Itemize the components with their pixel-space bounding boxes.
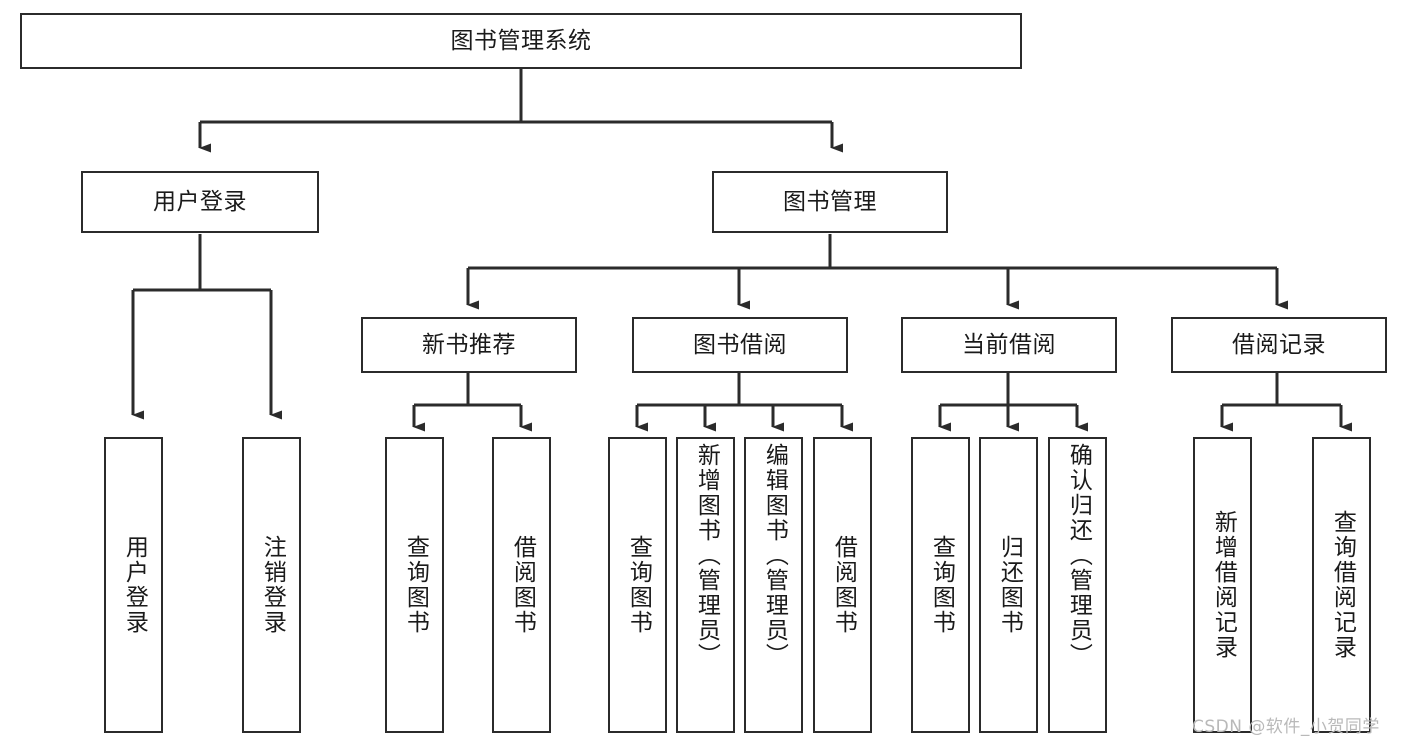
node-leaf-query-record[interactable]: 查询借阅记录 (1312, 437, 1371, 733)
node-leaf-borrow-book-2-label: 借阅图书 (830, 535, 857, 635)
node-leaf-user-login[interactable]: 用户登录 (104, 437, 163, 733)
node-user-login[interactable]: 用户登录 (81, 171, 319, 233)
node-leaf-query-book-3[interactable]: 查询图书 (911, 437, 970, 733)
node-book-borrow[interactable]: 图书借阅 (632, 317, 848, 373)
node-leaf-query-book-3-label: 查询图书 (928, 535, 955, 635)
node-leaf-borrow-book-1-label: 借阅图书 (509, 535, 536, 635)
node-leaf-confirm-return-label: 确认归还（管理员） (1065, 443, 1092, 668)
node-current-borrow[interactable]: 当前借阅 (901, 317, 1117, 373)
node-leaf-add-book[interactable]: 新增图书（管理员） (676, 437, 735, 733)
node-leaf-add-record[interactable]: 新增借阅记录 (1193, 437, 1252, 733)
node-borrow-record-label: 借阅记录 (1232, 331, 1326, 358)
node-leaf-query-book-2[interactable]: 查询图书 (608, 437, 667, 733)
node-new-book-rec[interactable]: 新书推荐 (361, 317, 577, 373)
node-user-login-label: 用户登录 (153, 188, 247, 215)
node-leaf-edit-book[interactable]: 编辑图书（管理员） (744, 437, 803, 733)
node-leaf-query-book-1-label: 查询图书 (402, 535, 429, 635)
node-leaf-edit-book-label: 编辑图书（管理员） (761, 443, 788, 668)
node-leaf-return-book-label: 归还图书 (996, 535, 1023, 635)
node-current-borrow-label: 当前借阅 (962, 331, 1056, 358)
node-root-label: 图书管理系统 (450, 27, 592, 54)
node-leaf-add-book-label: 新增图书（管理员） (693, 443, 720, 668)
node-book-manage[interactable]: 图书管理 (712, 171, 948, 233)
node-new-book-rec-label: 新书推荐 (422, 331, 516, 358)
node-leaf-user-login-label: 用户登录 (121, 535, 148, 635)
node-leaf-logout-label: 注销登录 (259, 535, 286, 635)
node-leaf-borrow-book-2[interactable]: 借阅图书 (813, 437, 872, 733)
node-leaf-query-record-label: 查询借阅记录 (1329, 510, 1356, 660)
node-book-borrow-label: 图书借阅 (693, 331, 787, 358)
node-root[interactable]: 图书管理系统 (20, 13, 1022, 69)
node-borrow-record[interactable]: 借阅记录 (1171, 317, 1387, 373)
node-leaf-logout[interactable]: 注销登录 (242, 437, 301, 733)
node-book-manage-label: 图书管理 (783, 188, 877, 215)
node-leaf-query-book-1[interactable]: 查询图书 (385, 437, 444, 733)
node-leaf-borrow-book-1[interactable]: 借阅图书 (492, 437, 551, 733)
node-leaf-add-record-label: 新增借阅记录 (1210, 510, 1237, 660)
node-leaf-confirm-return[interactable]: 确认归还（管理员） (1048, 437, 1107, 733)
node-leaf-query-book-2-label: 查询图书 (625, 535, 652, 635)
watermark: CSDN @软件_小贺同学 (1192, 717, 1380, 737)
node-leaf-return-book[interactable]: 归还图书 (979, 437, 1038, 733)
